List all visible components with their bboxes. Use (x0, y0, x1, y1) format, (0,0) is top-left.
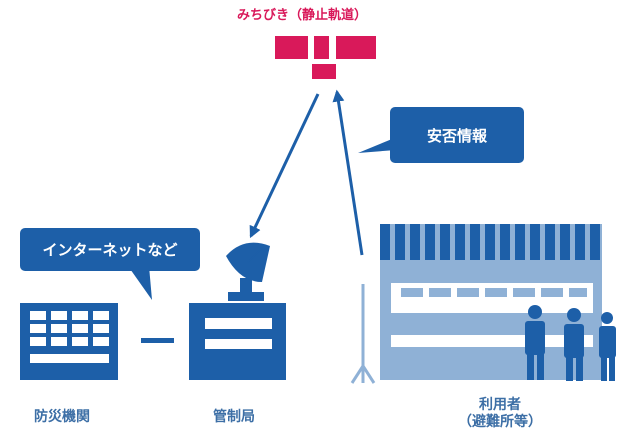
shelter-building (380, 224, 602, 380)
uplink-arrow (332, 89, 364, 256)
satellite-label: みちびき（静止軌道） (237, 8, 368, 23)
users-label-line1: 利用者 (479, 397, 521, 413)
disaster-agency-label: 防災機関 (34, 409, 90, 425)
people-icon (525, 305, 616, 381)
safety-info-label: 安否情報 (426, 126, 487, 145)
dish-antenna-icon (226, 242, 270, 301)
downlink-arrow (249, 93, 320, 239)
ground-antenna-icon (350, 284, 376, 384)
network-link (141, 338, 174, 343)
control-station-label: 管制局 (213, 409, 255, 425)
internet-label: インターネットなど (42, 241, 178, 259)
satellite-icon (275, 36, 376, 79)
control-station-building (189, 303, 286, 380)
disaster-agency-building (20, 303, 118, 380)
users-label: 利用者 （避難所等） (458, 397, 542, 431)
safety-info-bubble (358, 107, 524, 163)
users-label-line2: （避難所等） (458, 414, 542, 430)
internet-bubble (20, 228, 200, 300)
